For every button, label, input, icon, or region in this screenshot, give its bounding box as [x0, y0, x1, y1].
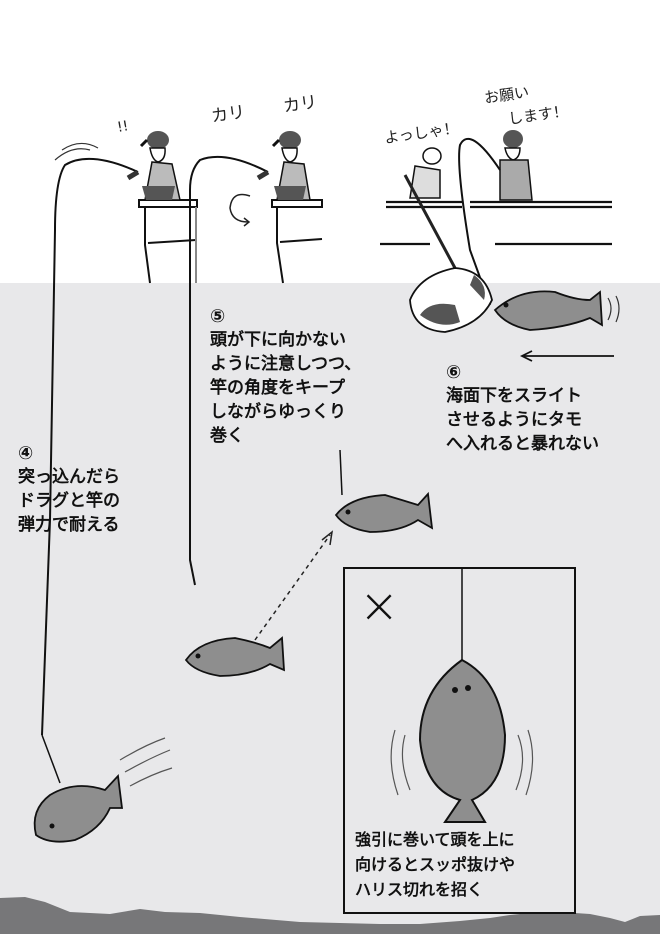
- wrong-mark-icon: ×: [359, 578, 400, 634]
- struggle-lines: [390, 729, 534, 796]
- step-5-line: 頭が下に向かない: [210, 330, 346, 350]
- step-5-number: ⑤: [210, 306, 226, 327]
- rod-3: [458, 137, 501, 306]
- step-6-caption: ⑥ 海面下をスライト させるようにタモ へ入れると暴れない: [446, 362, 599, 456]
- step-4-line: ドラグと竿の: [18, 491, 120, 511]
- angler-1: [139, 131, 181, 201]
- flounder-4: [33, 773, 124, 843]
- svg-text:カリ: カリ: [282, 92, 318, 117]
- step-5-line: 竿の角度をキープ: [210, 378, 345, 398]
- angler-3: [499, 130, 533, 201]
- motion-lines-4: [119, 737, 173, 787]
- flounder-5b: [334, 491, 434, 533]
- step-4-line: 弾力で耐える: [18, 515, 120, 535]
- pier-1: [138, 199, 198, 284]
- pier-3: [380, 200, 612, 246]
- rod-2: [189, 155, 269, 586]
- landing-net-handle: [403, 174, 457, 269]
- warning-caption: 強引に巻いて頭を上に 向けるとスッポ抜けや ハリス切れを招く: [355, 827, 515, 902]
- flounder-5a: [184, 636, 285, 677]
- step-5-line: 巻く: [210, 426, 244, 446]
- step-5-caption: ⑤ 頭が下に向かない ように注意しつつ、 竿の角度をキープ しながらゆっくり 巻…: [210, 306, 361, 448]
- rod-1: [41, 157, 139, 736]
- flounder-6: [493, 290, 620, 331]
- water-area: [0, 283, 660, 934]
- svg-text:カリ: カリ: [210, 102, 246, 127]
- step-4-number: ④: [18, 443, 34, 464]
- step-6-number: ⑥: [446, 362, 462, 383]
- pier-2: [271, 199, 323, 284]
- warning-line: 向けるとスッポ抜けや: [355, 855, 516, 874]
- warning-line: 強引に巻いて頭を上に: [355, 830, 515, 849]
- step-4-line: 突っ込んだら: [18, 467, 120, 487]
- step-5-line: ように注意しつつ、: [210, 354, 362, 374]
- rod-bend-lines-1: [54, 142, 99, 161]
- step-6-line: 海面下をスライト: [446, 386, 582, 406]
- reel-rotation-arrow: [229, 193, 251, 223]
- angler-2: [271, 131, 311, 201]
- step-5-line: しながらゆっくり: [210, 402, 346, 422]
- netter: [409, 147, 442, 199]
- step-6-line: へ入れると暴れない: [446, 434, 599, 454]
- step-4-caption: ④ 突っ込んだら ドラグと竿の 弾力で耐える: [18, 443, 120, 537]
- lift-arrow: [254, 534, 331, 641]
- seabed: [0, 897, 660, 934]
- warning-line: ハリス切れを招く: [355, 880, 484, 899]
- warning-box: × 強引に巻いて頭を上に 向けるとスッポ抜けや ハリス切れを招く: [343, 567, 576, 914]
- flounder-wrong: [418, 658, 507, 823]
- step-6-line: させるようにタモ: [446, 410, 582, 430]
- svg-text:!!: !!: [116, 118, 130, 136]
